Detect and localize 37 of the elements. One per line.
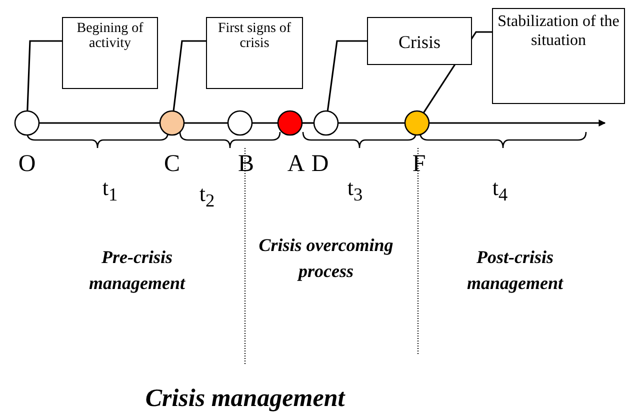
callout-text: Crisis bbox=[397, 32, 442, 52]
callout-text: Stabilization of the situation bbox=[496, 12, 620, 50]
point-letter: D bbox=[310, 152, 330, 176]
timeline-line bbox=[252, 122, 278, 124]
period-label: t$_{1}$ bbox=[101, 176, 119, 206]
callout-box bbox=[492, 8, 625, 104]
phase-label: Pre-crisis management bbox=[88, 246, 186, 295]
event-circle bbox=[227, 110, 253, 136]
timeline-line bbox=[302, 122, 314, 124]
point-letter: A bbox=[286, 152, 306, 176]
timeline-line bbox=[39, 122, 160, 124]
callout-text: Begining of activity bbox=[76, 21, 144, 51]
phase-label: Crisis overcoming process bbox=[258, 234, 394, 283]
point-letter: F bbox=[411, 152, 427, 176]
leader-line bbox=[326, 40, 367, 112]
event-circle bbox=[404, 110, 430, 136]
period-label: t$_{3}$ bbox=[346, 176, 364, 206]
period-label: t$_{4}$ bbox=[491, 176, 509, 206]
point-letter: B bbox=[236, 152, 255, 176]
timeline-line bbox=[184, 122, 228, 124]
timeline-arrow bbox=[429, 120, 606, 126]
callout-box bbox=[367, 17, 472, 65]
callout-text: First signs of crisis bbox=[216, 21, 292, 51]
event-circle bbox=[159, 110, 185, 136]
leader-line bbox=[26, 40, 62, 112]
period-label: t$_{2}$ bbox=[198, 182, 216, 212]
caption: Crisis management bbox=[144, 385, 346, 413]
callout-box bbox=[206, 17, 303, 89]
event-circle bbox=[313, 110, 339, 136]
timeline-line bbox=[338, 122, 405, 124]
phase-label: Post-crisis management bbox=[466, 246, 564, 295]
leader-line bbox=[172, 40, 206, 112]
event-circle bbox=[277, 110, 303, 136]
point-letter: O bbox=[17, 152, 37, 176]
event-circle bbox=[14, 110, 40, 136]
point-letter: C bbox=[162, 152, 181, 176]
callout-box bbox=[62, 17, 158, 89]
